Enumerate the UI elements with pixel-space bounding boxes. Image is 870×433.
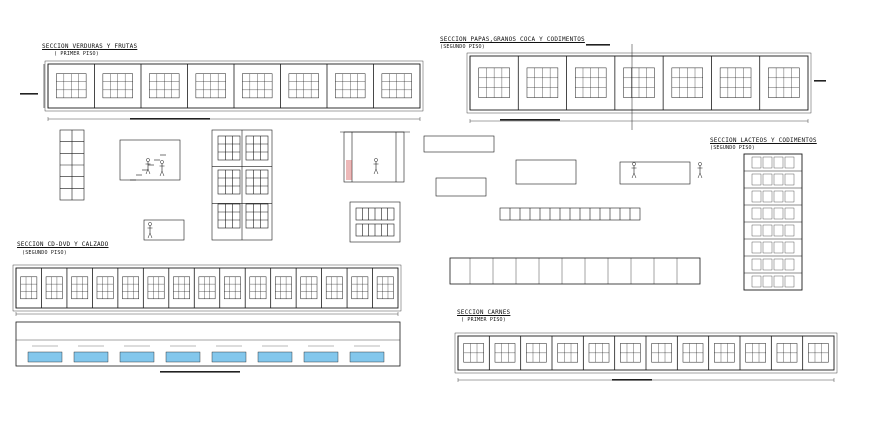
floor-papas: (SEGUNDO PISO) — [440, 44, 485, 50]
canopy-accent — [346, 160, 352, 180]
floor-lacteos: (SEGUNDO PISO) — [710, 145, 755, 151]
plan-papas — [466, 52, 812, 114]
floor-verduras: ( PRIMER PISO) — [54, 51, 99, 57]
person-figure-a — [145, 158, 151, 175]
elevation-cddvd — [15, 321, 401, 367]
label-bar-carnes — [612, 379, 652, 381]
elevation-strip-b — [435, 177, 487, 197]
stall-detail — [245, 169, 269, 195]
stall-detail — [217, 203, 241, 229]
stall-elevation-b — [619, 161, 691, 185]
tag-papas — [586, 44, 610, 46]
level-tag-papas — [814, 80, 826, 82]
stall-elevation-a — [515, 159, 577, 185]
plan-verduras — [44, 60, 424, 112]
counter-plan — [349, 201, 401, 243]
stall-detail — [245, 203, 269, 229]
plan-lacteos — [743, 153, 803, 291]
plan-arcade — [449, 257, 701, 285]
person-figure-f — [697, 162, 703, 179]
dim-cddvd — [15, 312, 399, 316]
stall-detail — [245, 135, 269, 161]
label-bar-cddvd-elev — [160, 371, 240, 373]
title-papas: SECCION PAPAS,GRANOS COCA Y CODIMENTOS — [440, 36, 585, 43]
person-figure-d — [147, 222, 153, 239]
cabinet-row — [499, 207, 641, 221]
plan-block-center — [211, 129, 273, 241]
plan-carnes — [454, 332, 838, 374]
counter-detail — [355, 207, 395, 221]
plan-cddvd — [12, 264, 402, 312]
floor-carnes: ( PRIMER PISO) — [461, 317, 506, 323]
dim-verduras — [47, 117, 421, 121]
floor-cddvd: (SEGUNDO PISO) — [22, 250, 67, 256]
person-figure-c — [373, 158, 379, 175]
label-bar-verduras — [130, 118, 210, 120]
elevation-strip-a — [423, 135, 495, 153]
person-figure-b — [159, 160, 165, 177]
counter-detail — [355, 223, 395, 237]
title-carnes: SECCION CARNES — [457, 309, 511, 316]
shelf-elevation — [143, 219, 185, 241]
level-tag-verduras — [20, 93, 38, 95]
title-lacteos: SECCION LACTEOS Y CODIMENTOS — [710, 137, 817, 144]
title-verduras: SECCION VERDURAS Y FRUTAS — [42, 43, 138, 50]
label-bar-papas — [500, 119, 560, 121]
elevation-stairs-a — [119, 139, 181, 181]
elevation-stack-a — [59, 129, 85, 201]
stall-detail — [217, 169, 241, 195]
elevation-canopy — [343, 131, 405, 183]
title-cddvd: SECCION CD-DVD Y CALZADO — [17, 241, 109, 248]
stall-detail — [217, 135, 241, 161]
dim-papas — [469, 119, 809, 123]
person-figure-e — [631, 162, 637, 179]
